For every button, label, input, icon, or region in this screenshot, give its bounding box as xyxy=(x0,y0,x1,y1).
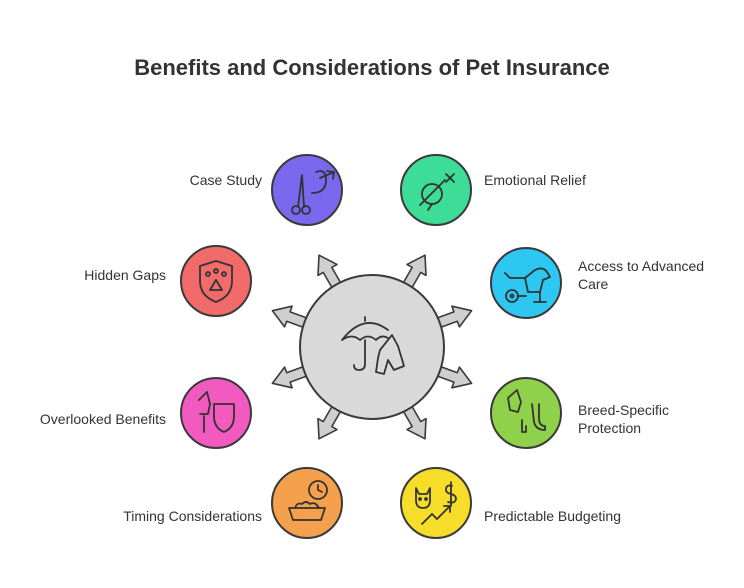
dog-leg-icon xyxy=(507,389,546,433)
diagram-title: Benefits and Considerations of Pet Insur… xyxy=(134,55,610,80)
dog-shield-icon xyxy=(198,391,235,433)
dog-wheelchair-icon xyxy=(504,267,551,303)
emotional-relief-label: Emotional Relief xyxy=(484,172,586,188)
node-overlooked-benefits: Overlooked Benefits xyxy=(40,377,252,449)
center-hub xyxy=(299,274,445,420)
access-care-label-line2: Care xyxy=(578,276,609,292)
umbrella-dog-icon xyxy=(341,316,405,375)
breed-label-line1: Breed-Specific xyxy=(578,402,669,418)
no-female-icon xyxy=(419,173,455,211)
predictable-budgeting-label: Predictable Budgeting xyxy=(484,508,621,524)
timing-considerations-label: Timing Considerations xyxy=(123,508,262,524)
case-study-label: Case Study xyxy=(190,172,262,188)
node-emotional-relief: Emotional Relief xyxy=(400,154,586,226)
breed-label-line2: Protection xyxy=(578,420,641,436)
paw-shield-icon xyxy=(199,260,233,303)
bowl-clock-icon xyxy=(288,480,328,521)
node-hidden-gaps: Hidden Gaps xyxy=(84,245,252,317)
overlooked-benefits-label: Overlooked Benefits xyxy=(40,411,166,427)
node-timing-considerations: Timing Considerations xyxy=(123,467,343,539)
node-breed-specific-protection: Breed-Specific Protection xyxy=(490,377,669,449)
node-case-study: Case Study xyxy=(190,154,343,226)
hidden-gaps-label: Hidden Gaps xyxy=(84,267,166,283)
node-predictable-budgeting: Predictable Budgeting xyxy=(400,467,621,539)
cat-dollar-chart-icon xyxy=(415,481,457,525)
scissors-male-icon xyxy=(291,170,335,215)
access-care-label-line1: Access to Advanced xyxy=(578,258,704,274)
node-access-to-advanced-care: Access to Advanced Care xyxy=(490,247,704,319)
